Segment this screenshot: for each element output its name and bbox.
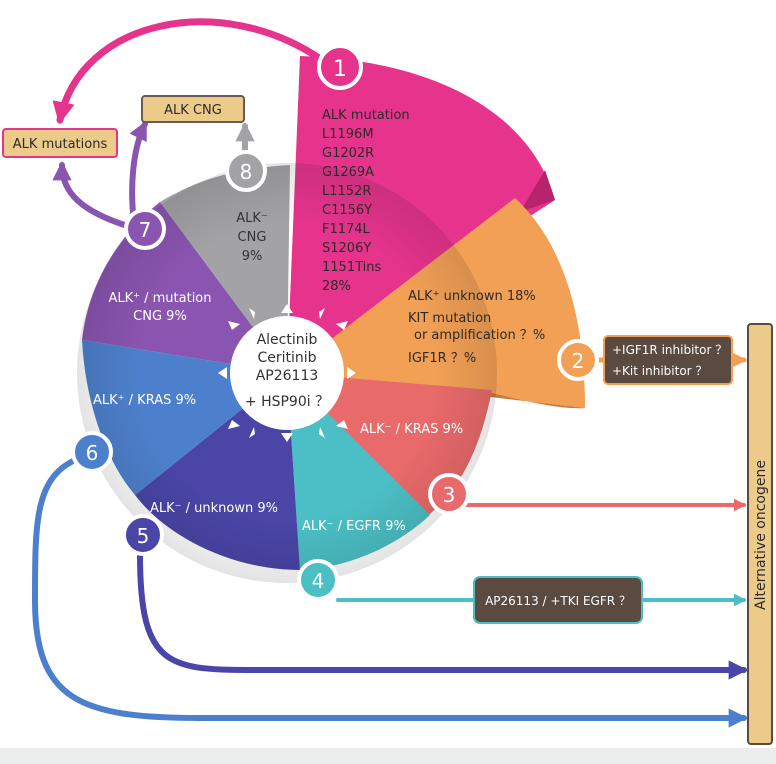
badge-6-number: 6 bbox=[86, 441, 99, 465]
seg4-label: ALK⁻ / EGFR 9% bbox=[302, 519, 406, 534]
seg6-label: ALK⁺ / KRAS 9% bbox=[93, 393, 196, 408]
seg7-line-1: CNG 9% bbox=[133, 309, 187, 324]
box-alk-mutations: ALK mutations bbox=[2, 128, 118, 158]
arrow-7-to-alk-cng bbox=[129, 120, 148, 225]
seg8-line-2: 9% bbox=[242, 249, 263, 264]
badge-4-number: 4 bbox=[312, 569, 325, 593]
hub-spikes bbox=[218, 304, 356, 442]
seg7-line-0: ALK⁺ / mutation bbox=[108, 291, 211, 306]
center-hub bbox=[218, 304, 356, 442]
seg8-line-0: ALK⁻ bbox=[236, 211, 268, 226]
badge-6: 6 bbox=[71, 431, 113, 473]
badge-3: 3 bbox=[428, 473, 470, 515]
seg1-line-2: G1202R bbox=[322, 146, 374, 161]
badge-5: 5 bbox=[122, 514, 164, 556]
box-inhibitors-line-0: +IGF1R inhibitor ？ bbox=[612, 343, 727, 357]
seg1-line-0: ALK mutation bbox=[322, 108, 410, 123]
center-line-2: Ceritinib bbox=[257, 350, 316, 366]
segment-2-underside bbox=[287, 373, 585, 409]
box-inhibitors-line-1: +Kit inhibitor ？ bbox=[612, 364, 707, 378]
segment-1-flap bbox=[520, 170, 555, 212]
seg1-line-1: L1196M bbox=[322, 127, 374, 142]
seg2-line-3: IGF1R ？% bbox=[408, 351, 476, 366]
seg1-line-9: 28% bbox=[322, 279, 351, 294]
center-line-1: Alectinib bbox=[257, 332, 318, 348]
badge-4: 4 bbox=[297, 559, 339, 601]
seg1-line-8: 1151Tins bbox=[322, 260, 381, 275]
seg2-line-2: or amplification ？% bbox=[414, 328, 545, 343]
badge-3-number: 3 bbox=[443, 483, 456, 507]
footer-band bbox=[0, 748, 776, 764]
arrow-6-to-oncogene bbox=[31, 455, 748, 728]
arrow-1-to-alk-mutations bbox=[52, 18, 326, 125]
box-inhibitors: +IGF1R inhibitor ？ +Kit inhibitor ？ bbox=[603, 335, 733, 385]
badge-7-number: 7 bbox=[139, 218, 152, 242]
seg8-line-1: CNG bbox=[238, 230, 267, 245]
seg1-line-5: C1156Y bbox=[322, 203, 372, 218]
badge-7: 7 bbox=[124, 208, 166, 250]
badge-8-number: 8 bbox=[240, 160, 253, 184]
arrow-7-to-alk-mutations bbox=[52, 161, 137, 231]
seg3-label: ALK⁻ / KRAS 9% bbox=[360, 422, 463, 437]
seg2-line-0: ALK⁺ unknown 18% bbox=[408, 289, 536, 304]
center-line-3: AP26113 bbox=[256, 368, 319, 384]
badge-1: 1 bbox=[317, 44, 363, 90]
badge-2-number: 2 bbox=[572, 349, 585, 373]
badge-1-number: 1 bbox=[333, 57, 347, 82]
seg5-label: ALK⁻ / unknown 9% bbox=[150, 501, 278, 516]
box-alk-cng: ALK CNG bbox=[141, 95, 245, 123]
center-line-4: + HSP90i ？ bbox=[245, 394, 329, 410]
box-ap26113-egfr: AP26113 / +TKI EGFR ？ bbox=[473, 576, 643, 624]
badge-2: 2 bbox=[557, 339, 599, 381]
seg1-line-6: F1174L bbox=[322, 222, 371, 237]
badge-8: 8 bbox=[225, 150, 267, 192]
box-alk-cng-label: ALK CNG bbox=[164, 103, 222, 118]
seg1-line-7: S1206Y bbox=[322, 241, 371, 256]
box-alk-mutations-label: ALK mutations bbox=[13, 137, 108, 152]
box-ap26113-egfr-label: AP26113 / +TKI EGFR ？ bbox=[485, 594, 631, 608]
badge-5-number: 5 bbox=[137, 524, 150, 548]
box-alternative-oncogene: Alternative oncogene bbox=[747, 323, 773, 745]
arrow-5-to-oncogene bbox=[137, 552, 748, 680]
connector-arrows bbox=[31, 18, 748, 728]
seg2-line-1: KIT mutation bbox=[408, 311, 491, 326]
seg1-line-3: G1269A bbox=[322, 165, 374, 180]
seg1-line-4: L1152R bbox=[322, 184, 371, 199]
box-alternative-oncogene-label: Alternative oncogene bbox=[753, 460, 769, 610]
